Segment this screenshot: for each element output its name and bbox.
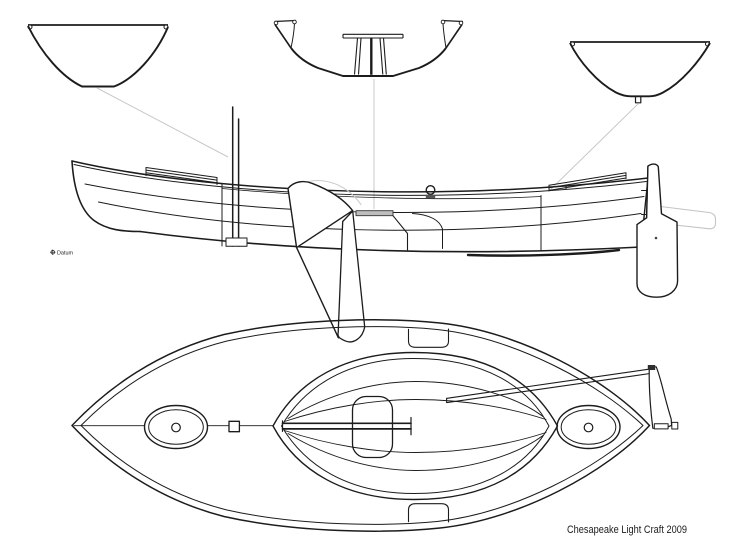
credit-label: Chesapeake Light Craft 2009: [567, 524, 687, 536]
leeboard-head: [287, 180, 354, 249]
rudder-post-cap: [647, 365, 656, 370]
interior-seam: [284, 430, 547, 453]
datum-crosshair-icon: [50, 249, 56, 255]
deck-ring-base: [425, 194, 436, 199]
gunwale-dot-icon: [440, 19, 446, 25]
mast-step-square: [228, 420, 241, 433]
strake-seam-lower: [98, 201, 642, 231]
trunk-side-starboard: [379, 37, 387, 75]
skeg: [634, 96, 642, 104]
mast-step: [225, 237, 248, 247]
aft-section-view: [569, 41, 711, 104]
profile-view: [50, 106, 717, 343]
port-topside: [274, 24, 292, 49]
starboard-deck-edge: [441, 19, 464, 23]
starboard-coaming-curve: [442, 23, 447, 49]
starboard-topside: [445, 24, 463, 49]
midship-section-view: [273, 19, 464, 77]
tiller-attachment: [653, 423, 669, 430]
leader-line-forward-section: [96, 87, 229, 158]
fore-hatch-outer: [143, 404, 209, 450]
forward-washboard: [145, 167, 223, 185]
port-coaming-curve: [290, 23, 295, 49]
hull-bottom: [139, 230, 642, 253]
port-deck-edge: [274, 19, 297, 23]
fore-hatch-knob-icon: [171, 422, 181, 433]
deck-ring-icon: [425, 184, 436, 195]
aft-hatch-knob-icon: [583, 422, 594, 433]
thwart-cap: [342, 33, 404, 39]
sheer-line: [71, 160, 649, 193]
trunk-bar: [281, 422, 412, 430]
strake-seam-upper: [84, 183, 645, 213]
plan-view: [71, 319, 679, 532]
interior-seam: [287, 433, 544, 471]
datum-label: Datum: [57, 250, 73, 256]
datum-marker: [50, 249, 56, 255]
tiller-plan: [446, 368, 655, 404]
aft-hatch-inner: [560, 409, 617, 445]
trunk-side-port: [353, 37, 362, 75]
cockpit-coaming-inner: [281, 358, 550, 494]
gunwale-pad-bottom: [407, 503, 450, 523]
gunwale-dot-icon: [273, 20, 279, 26]
hull-section-outline: [569, 42, 711, 98]
hull-section-outline: [290, 47, 447, 77]
thwart-support: [392, 215, 409, 251]
aft-hatch-outer: [556, 404, 621, 450]
inner-sheer: [80, 326, 644, 525]
interior-seam: [284, 399, 547, 422]
leader-lines: [96, 79, 639, 209]
hull-outline: [71, 319, 651, 532]
leeboard-blade: [337, 210, 366, 343]
tiller-hidden-outline: [659, 205, 717, 230]
rudder-head-plan: [648, 366, 673, 430]
cockpit-coaming-outer: [272, 351, 559, 501]
rudder-pivot-dot: [654, 236, 658, 240]
seat: [351, 395, 394, 459]
inwale-line: [221, 188, 542, 200]
trunk-bar-caps: [281, 416, 412, 436]
leeboard-thwart-cap: [355, 210, 394, 217]
fore-hatch-inner: [148, 409, 204, 445]
rudder: [636, 163, 679, 298]
rudder-pintle: [671, 421, 679, 430]
forward-section-view: [27, 24, 169, 88]
leeboard-leading-edge: [295, 246, 340, 339]
stem-profile: [71, 160, 141, 233]
gunwale-dot-icon: [458, 20, 464, 26]
keel-strip: [466, 248, 621, 257]
rudder-head-edge: [646, 165, 649, 219]
gunwale-pad-top: [407, 328, 450, 348]
hull-section-outline: [27, 25, 169, 88]
seat-profile: [412, 213, 443, 249]
gunwale-dot-icon: [292, 19, 297, 25]
leader-line-aft-section: [548, 103, 639, 192]
aft-washboard: [548, 172, 627, 192]
interior-seam: [287, 381, 544, 419]
